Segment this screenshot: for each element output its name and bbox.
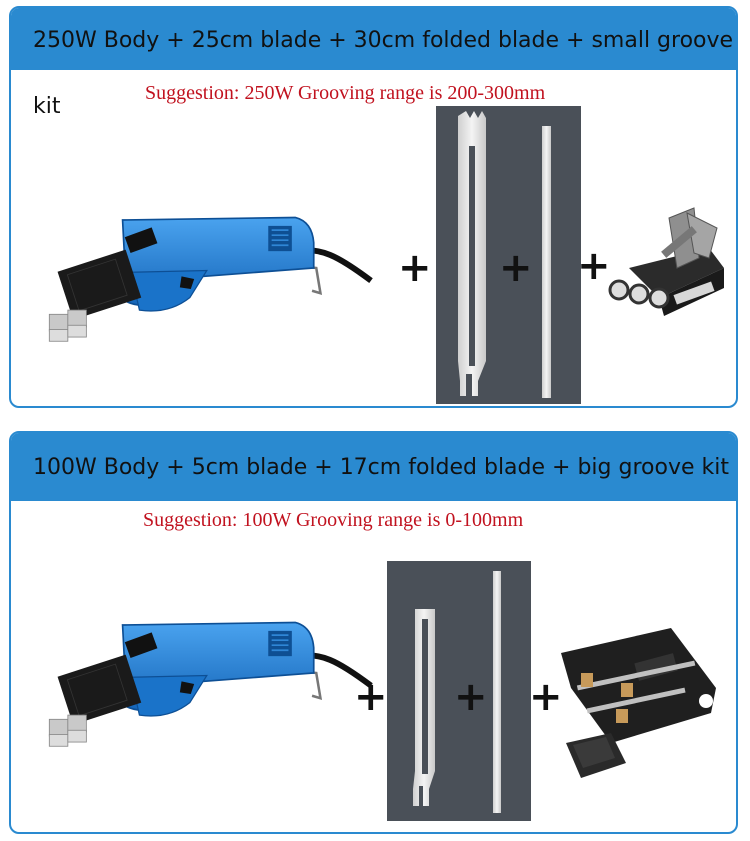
plus-sign: +	[398, 245, 432, 291]
panel-250w-title: 250W Body + 25cm blade + 30cm folded bla…	[11, 8, 736, 119]
blade-board	[436, 106, 581, 404]
panel-100w: 100W Body + 5cm blade + 17cm folded blad…	[9, 431, 738, 834]
hot-knife-icon	[11, 188, 411, 348]
blade-board	[387, 561, 531, 821]
folded-blade-icon	[413, 609, 435, 806]
plus-sign: +	[577, 243, 611, 289]
plus-sign: +	[354, 674, 388, 720]
plus-sign: +	[499, 245, 533, 291]
groove-kit-icon	[561, 628, 716, 778]
groove-kit-icon	[608, 207, 724, 316]
panel-100w-title: 100W Body + 5cm blade + 17cm folded blad…	[11, 433, 736, 501]
panel-250w-suggestion: Suggestion: 250W Grooving range is 200-3…	[145, 82, 546, 104]
folded-blade-icon	[458, 111, 486, 396]
panel-100w-suggestion: Suggestion: 100W Grooving range is 0-100…	[143, 509, 524, 531]
panel-250w: 250W Body + 25cm blade + 30cm folded bla…	[9, 6, 738, 408]
straight-blade-icon	[542, 126, 551, 398]
plus-sign: +	[454, 674, 488, 720]
straight-blade-icon	[493, 571, 501, 813]
hot-knife-icon	[11, 593, 411, 753]
plus-sign: +	[529, 674, 563, 720]
